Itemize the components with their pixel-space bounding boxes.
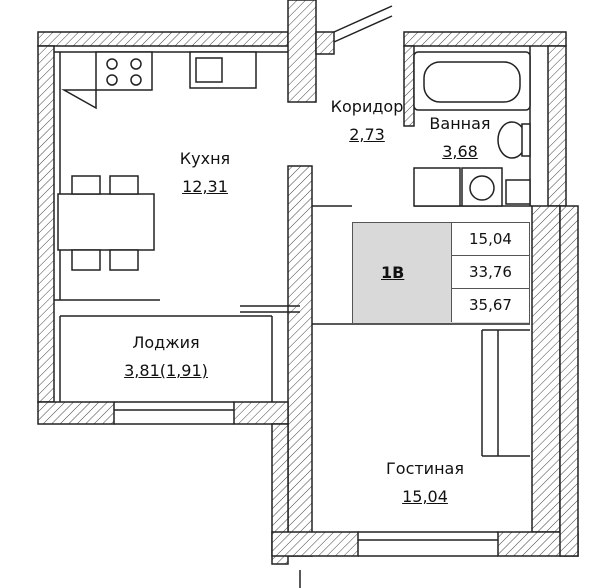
bathroom-fixtures — [413, 51, 531, 207]
living-area-cell: 15,04 — [451, 223, 529, 256]
room-living-area: 15,04 — [402, 487, 448, 506]
apartment-summary: 1В 15,04 33,76 35,67 — [352, 222, 530, 324]
total-with-loggia-cell: 35,67 — [451, 289, 529, 322]
room-loggia-name: Лоджия — [132, 333, 200, 352]
room-living-name: Гостиная — [386, 459, 464, 478]
wall-right-bathroom — [547, 45, 567, 207]
door-swing — [240, 5, 393, 313]
wall-top-corridor — [315, 31, 335, 55]
wall-top-kitchen — [37, 31, 289, 47]
room-loggia-area: 3,81(1,91) — [124, 361, 208, 380]
wall-loggia-bottom — [37, 401, 115, 425]
total-area-cell: 33,76 — [451, 256, 529, 289]
room-bathroom: Ванная 3,68 — [418, 115, 502, 161]
room-bathroom-name: Ванная — [429, 114, 491, 133]
room-corridor-name: Коридор — [330, 97, 404, 116]
apartment-code: 1В — [381, 263, 405, 282]
room-living: Гостиная 15,04 — [370, 460, 480, 506]
dining-table — [57, 193, 155, 251]
room-loggia: Лоджия 3,81(1,91) — [106, 334, 226, 380]
wall-right-outer — [559, 205, 579, 557]
stove — [95, 51, 153, 91]
wall-lower-left — [271, 423, 289, 565]
washer — [413, 167, 461, 207]
room-corridor-area: 2,73 — [349, 125, 385, 144]
wall-column-top — [287, 0, 317, 103]
wall-left — [37, 45, 55, 403]
wall-center — [287, 165, 313, 557]
hood — [61, 89, 97, 110]
room-bathroom-area: 3,68 — [442, 142, 478, 161]
kitchen-fixtures — [57, 51, 257, 271]
wall-top-bathroom — [403, 31, 567, 47]
wall-bottom-left — [271, 531, 359, 557]
room-kitchen-area: 12,31 — [182, 177, 228, 196]
wall-right-living — [531, 205, 561, 533]
room-kitchen-name: Кухня — [179, 149, 231, 168]
room-kitchen: Кухня 12,31 — [170, 150, 240, 196]
room-corridor: Коридор 2,73 — [324, 98, 410, 144]
walls — [37, 0, 579, 565]
wall-loggia-bottom-right — [233, 401, 289, 425]
